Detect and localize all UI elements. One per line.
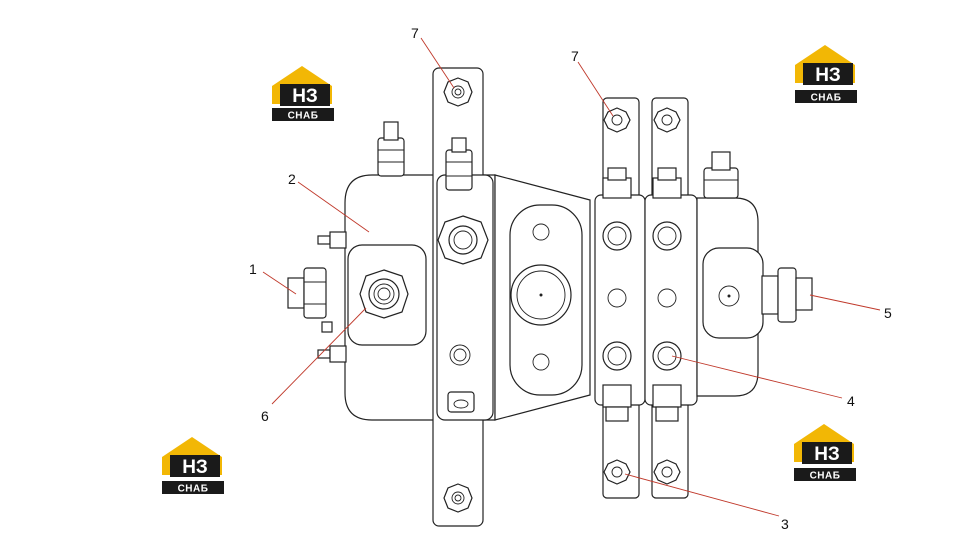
logo-top-left: НЗ СНАБ — [272, 66, 334, 122]
spool-section-2 — [644, 97, 698, 499]
callout-6: 6 — [261, 408, 269, 424]
logo-sub: СНАБ — [288, 111, 319, 122]
logo-bottom-right: НЗ СНАБ — [794, 424, 856, 482]
spool-section-1 — [594, 97, 646, 499]
callout-5: 5 — [884, 305, 892, 321]
callout-4: 4 — [847, 393, 855, 409]
callout-2: 2 — [288, 171, 296, 187]
logo-sub: СНАБ — [178, 484, 209, 495]
logo-sub: СНАБ — [811, 93, 842, 104]
callout-7-right: 7 — [571, 48, 579, 64]
logo-mark: НЗ — [815, 65, 841, 86]
tall-spool-column — [432, 67, 494, 527]
middle-connector — [494, 174, 591, 421]
logo-mark: НЗ — [182, 457, 208, 478]
logo-sub: СНАБ — [810, 471, 841, 482]
callout-3: 3 — [781, 516, 789, 532]
logo-bottom-left: НЗ СНАБ — [162, 437, 224, 495]
logo-mark: НЗ — [814, 444, 840, 465]
leader-lines — [262, 37, 881, 517]
logo-top-right: НЗ СНАБ — [795, 45, 857, 104]
valve-body-right — [696, 151, 813, 397]
callout-7-left: 7 — [411, 25, 419, 41]
callout-1: 1 — [249, 261, 257, 277]
logo-mark: НЗ — [292, 86, 318, 107]
